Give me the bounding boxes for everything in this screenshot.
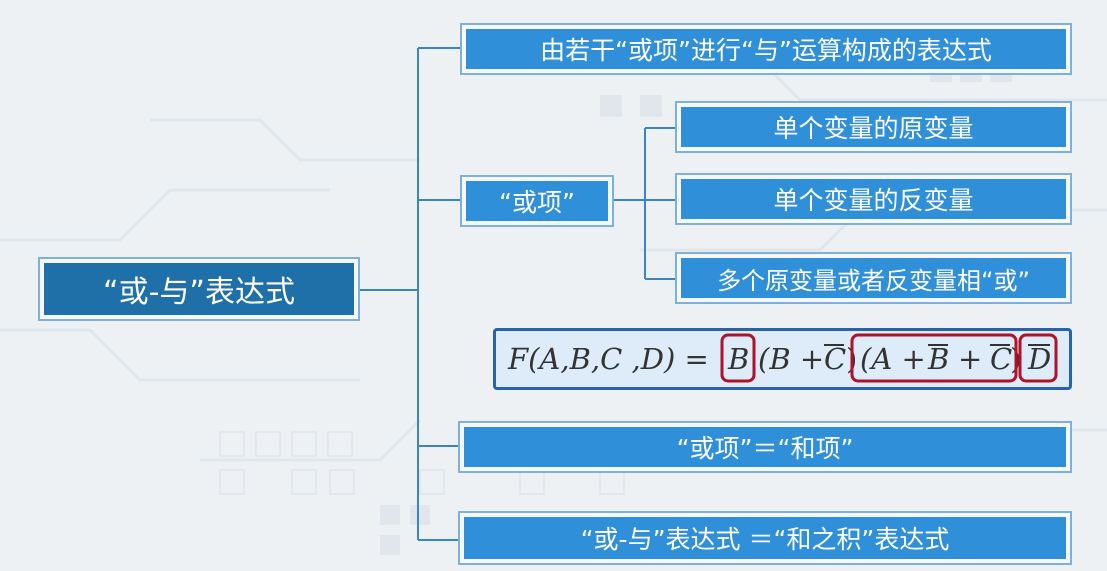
or-term-child-label: 单个变量的反变量 <box>681 179 1066 219</box>
equivalence-node: “或项”＝“和项” <box>458 421 1072 473</box>
equivalence2-label: “或-与”表达式 ＝“和之积”表达式 <box>464 517 1066 559</box>
or-term-child-node: 单个变量的反变量 <box>675 173 1072 225</box>
highlight-box <box>850 333 1018 383</box>
formula-term3-bar2: C <box>990 342 1012 376</box>
equivalence2-node: “或-与”表达式 ＝“和之积”表达式 <box>458 511 1072 565</box>
equivalence-label: “或项”＝“和项” <box>464 427 1066 467</box>
highlight-box <box>1018 333 1058 383</box>
formula-term3-bar1: B <box>927 342 949 376</box>
formula-term2-open: (B + <box>758 342 824 376</box>
or-term-child-label: 多个原变量或者反变量相“或” <box>681 258 1066 298</box>
or-term-child-node: 单个变量的原变量 <box>675 101 1072 153</box>
root-node: “或-与”表达式 <box>38 257 360 321</box>
formula-term2-bar: C <box>824 342 846 376</box>
formula-example: F(A,B,C ,D) = B (B + C ) (A + B + C ) D <box>493 328 1072 390</box>
highlight-box <box>720 333 756 383</box>
formula-expression: F(A,B,C ,D) = B (B + C ) (A + B + C ) D <box>507 333 1058 383</box>
formula-term3-open: (A + <box>860 342 926 376</box>
or-term-child-label: 单个变量的原变量 <box>681 107 1066 147</box>
or-term-child-node: 多个原变量或者反变量相“或” <box>675 252 1072 304</box>
formula-lhs: F(A,B,C ,D) = <box>507 342 709 376</box>
definition-label: 由若干“或项”进行“与”运算构成的表达式 <box>466 29 1066 69</box>
formula-term3-plus: + <box>958 342 982 376</box>
or-term-node: “或项” <box>460 175 614 227</box>
or-term-label: “或项” <box>466 181 608 221</box>
definition-node: 由若干“或项”进行“与”运算构成的表达式 <box>460 23 1072 75</box>
formula-term1: B <box>727 342 749 376</box>
root-label: “或-与”表达式 <box>44 263 354 315</box>
formula-term4-bar: D <box>1027 342 1051 376</box>
